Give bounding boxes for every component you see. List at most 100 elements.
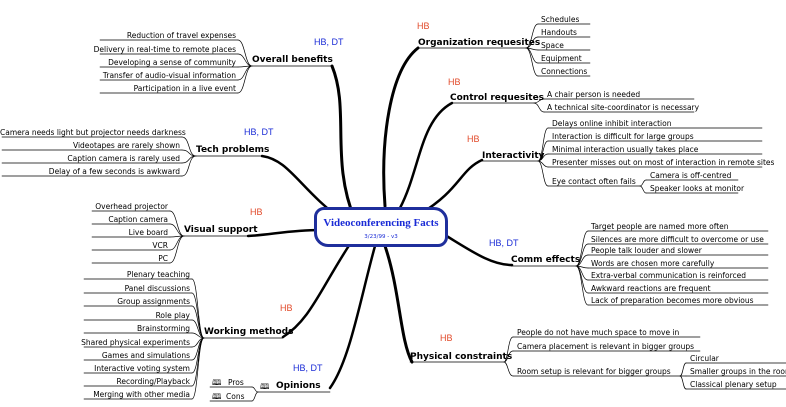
tag-visual-support: HB — [250, 207, 263, 217]
leaf-connector — [525, 47, 539, 77]
leaf-connector — [251, 391, 259, 402]
leaf-working-methods[interactable]: Panel discussions — [124, 284, 190, 293]
leaf-interactivity[interactable]: Delays online inhibit interaction — [552, 119, 672, 128]
leaf-visual-support[interactable]: Caption camera — [108, 215, 168, 224]
branch-physical-constraints[interactable]: Physical constraints — [410, 352, 513, 362]
leaf-opinions-cons[interactable]: Cons — [226, 392, 245, 401]
leaf-connector — [251, 386, 259, 393]
leaf-connector — [679, 375, 687, 390]
leaf-interactivity[interactable]: Interaction is difficult for large group… — [552, 132, 694, 141]
leaf-visual-support[interactable]: VCR — [152, 241, 168, 250]
leaf-connector — [537, 140, 549, 162]
leaf-connector — [575, 265, 589, 306]
leaf-comm-effects[interactable]: Silences are more difficult to overcome … — [591, 235, 764, 244]
leaf-interactivity-sub[interactable]: Camera is off-centred — [650, 171, 732, 180]
leaf-overall-benefits[interactable]: Reduction of travel expenses — [126, 31, 236, 40]
leaf-physical-sub[interactable]: Circular — [690, 354, 719, 363]
leaf-tech-problems[interactable]: Caption camera is rarely used — [67, 154, 180, 163]
leaf-connector — [181, 155, 197, 177]
leaf-interactivity[interactable]: Presenter misses out on most of interact… — [552, 158, 775, 167]
leaf-overall-benefits[interactable]: Developing a sense of community — [108, 58, 236, 67]
leaf-organization[interactable]: Handouts — [541, 28, 577, 37]
central-topic[interactable]: Videoconferencing Facts 3/23/99 - v3 — [314, 207, 448, 247]
leaf-organization[interactable]: Schedules — [541, 15, 580, 24]
branch-comm-effects[interactable]: Comm effects — [511, 255, 581, 265]
leaf-working-methods[interactable]: Role play — [155, 311, 190, 320]
branch-control-requesites[interactable]: Control requesites — [450, 93, 545, 103]
branch-opinions[interactable]: Opinions — [276, 381, 321, 391]
leaf-physical[interactable]: Camera placement is relevant in bigger g… — [517, 342, 695, 351]
branch-interactivity[interactable]: Interactivity — [482, 151, 545, 161]
leaf-connector — [537, 160, 549, 187]
leaf-connector — [503, 350, 514, 363]
branch-tech-problems[interactable]: Tech problems — [196, 145, 270, 155]
branch-working-methods[interactable]: Working methods — [204, 327, 294, 337]
spoke-interactivity — [418, 158, 484, 216]
leaf-tech-problems[interactable]: Camera needs light but projector needs d… — [0, 128, 186, 137]
leaf-comm-effects[interactable]: Words are chosen more carefully — [591, 259, 715, 268]
leaf-control[interactable]: A chair person is needed — [547, 90, 641, 99]
leaf-connector — [503, 336, 514, 363]
leaf-visual-support[interactable]: Live board — [128, 228, 168, 237]
leaf-interactivity[interactable]: Eye contact often fails — [552, 177, 636, 186]
leaf-connector — [503, 361, 514, 377]
leaf-working-methods[interactable]: Games and simulations — [101, 351, 190, 360]
tag-interactivity: HB — [467, 134, 480, 144]
tag-physical: HB — [440, 333, 453, 343]
leaf-working-methods[interactable]: Interactive voting system — [94, 364, 190, 373]
leaf-connector — [639, 179, 647, 187]
leaf-visual-support[interactable]: Overhead projector — [95, 202, 168, 211]
leaf-overall-benefits[interactable]: Participation in a live event — [133, 84, 236, 93]
leaf-control[interactable]: A technical site-coordinator is necessar… — [547, 103, 700, 112]
leaf-comm-effects[interactable]: Lack of preparation becomes more obvious — [591, 296, 754, 305]
leaf-comm-effects[interactable]: Awkward reactions are frequent — [591, 284, 711, 293]
leaf-connector — [639, 185, 647, 194]
leaf-overall-benefits[interactable]: Delivery in real-time to remote places — [93, 45, 236, 54]
spoke-organization — [382, 46, 420, 208]
central-topic-date: 3/23/99 - v3 — [364, 234, 398, 240]
leaf-connector — [191, 337, 205, 400]
leaf-comm-effects[interactable]: People talk louder and slower — [591, 246, 702, 255]
leaf-organization[interactable]: Space — [541, 41, 564, 50]
leaf-comm-effects[interactable]: Extra-verbal communication is reinforced — [591, 271, 747, 280]
leaf-connector — [525, 23, 539, 49]
leaf-physical-sub[interactable]: Classical plenary setup — [690, 380, 777, 389]
leaf-connector — [237, 53, 253, 67]
branch-organization-requesites[interactable]: Organization requesites — [418, 38, 541, 48]
leaf-connector — [169, 210, 185, 237]
leaf-physical[interactable]: Room setup is relevant for bigger groups — [517, 367, 671, 376]
leaf-connector — [575, 230, 589, 267]
leaf-opinions-pros[interactable]: Pros — [228, 378, 244, 387]
leaf-organization[interactable]: Connections — [541, 67, 588, 76]
leaf-working-methods[interactable]: Merging with other media — [93, 390, 190, 399]
leaf-tech-problems[interactable]: Delay of a few seconds is awkward — [48, 167, 180, 176]
leaf-connector — [237, 65, 253, 94]
spoke-overall-benefits — [330, 64, 357, 222]
leaf-working-methods[interactable]: Plenary teaching — [126, 270, 190, 279]
spoke-working-methods — [281, 242, 352, 339]
branch-visual-support[interactable]: Visual support — [184, 225, 258, 235]
leaf-physical[interactable]: People do not have much space to move in — [517, 328, 680, 337]
spoke-opinions — [328, 244, 377, 390]
leaf-visual-support[interactable]: PC — [158, 254, 168, 263]
tag-control: HB — [448, 77, 461, 87]
leaf-physical-sub[interactable]: Smaller groups in the room — [690, 367, 786, 376]
leaf-overall-benefits[interactable]: Transfer of audio-visual information — [102, 71, 236, 80]
leaf-working-methods[interactable]: Brainstorming — [137, 324, 190, 333]
spoke-control — [398, 101, 454, 210]
leaf-tech-problems[interactable]: Videotapes are rarely shown — [73, 141, 180, 150]
spoke-physical — [383, 244, 414, 364]
leaf-interactivity-sub[interactable]: Speaker looks at monitor — [650, 184, 745, 193]
leaf-working-methods[interactable]: Recording/Playback — [116, 377, 190, 386]
leaf-organization[interactable]: Equipment — [541, 54, 582, 63]
leaf-interactivity[interactable]: Minimal interaction usually takes place — [552, 145, 699, 154]
leaf-connector — [181, 155, 197, 164]
branch-overall-benefits[interactable]: Overall benefits — [252, 55, 333, 65]
tag-working-methods: HB — [280, 303, 293, 313]
leaf-working-methods[interactable]: Group assignments — [117, 297, 190, 306]
leaf-comm-effects[interactable]: Target people are named more often — [591, 222, 729, 231]
leaf-connector — [237, 39, 253, 67]
spoke-visual-support — [246, 228, 322, 238]
leaf-working-methods[interactable]: Shared physical experiments — [81, 338, 190, 347]
